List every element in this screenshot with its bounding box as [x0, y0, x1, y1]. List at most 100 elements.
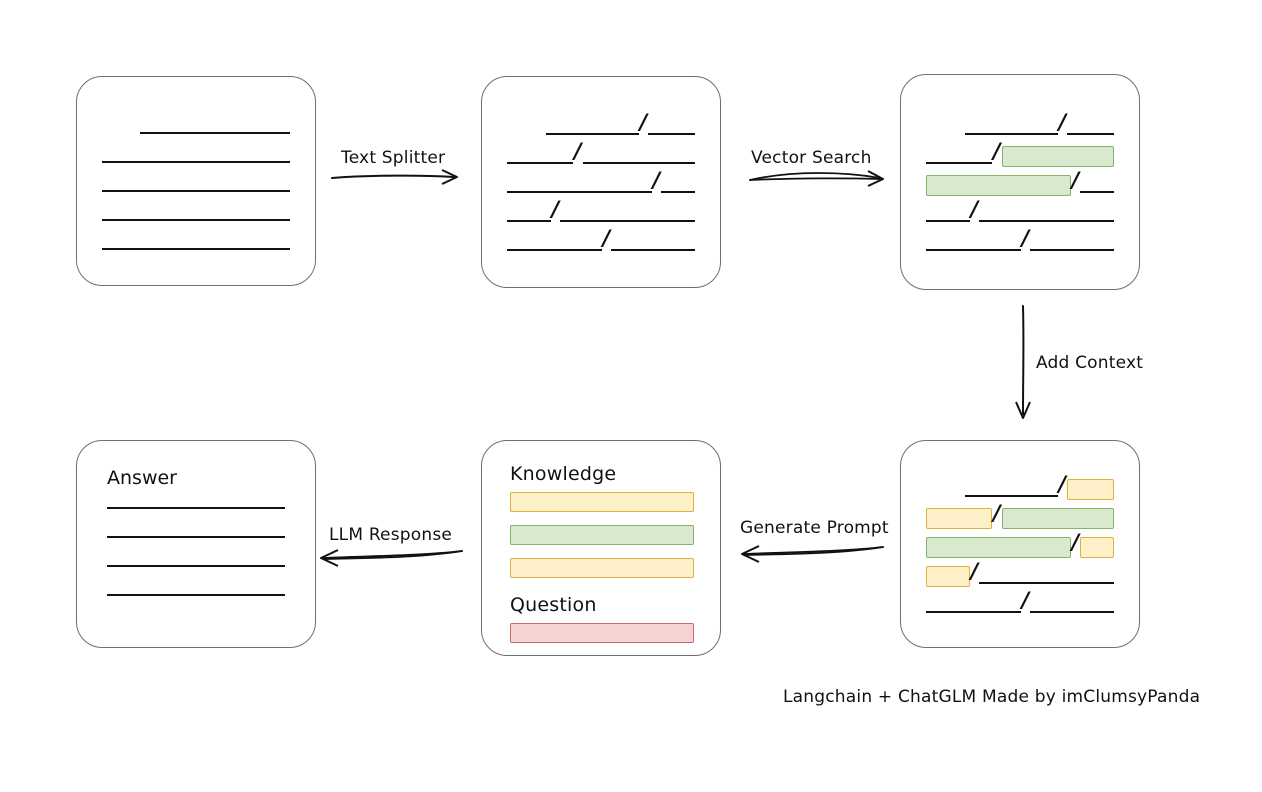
- text-line-segment: [979, 559, 1114, 588]
- node-vector-search-results[interactable]: / / / / /: [900, 74, 1140, 290]
- text-line-segment: [1030, 588, 1114, 617]
- chunk-separator: /: [1058, 109, 1067, 134]
- edge-label-llm-response: LLM Response: [329, 525, 453, 545]
- answer-text-line: [107, 565, 285, 567]
- node-generated-prompt[interactable]: Knowledge Question: [481, 440, 721, 656]
- answer-contents: Answer: [77, 441, 315, 647]
- highlighted-chunk-green: [926, 536, 1071, 558]
- text-line-segment: [507, 139, 573, 168]
- chunk-separator: /: [1071, 529, 1080, 554]
- highlighted-chunk-yellow: [1067, 478, 1114, 500]
- document-line: /: [507, 139, 695, 168]
- text-line-segment: [102, 167, 290, 196]
- context-chunks-lines: / / / / /: [901, 441, 1139, 647]
- text-line-segment: [560, 197, 695, 226]
- text-line-segment: [102, 196, 290, 225]
- text-line-segment: [102, 138, 290, 167]
- text-line-segment: [965, 110, 1058, 139]
- text-line-segment: [1067, 110, 1114, 139]
- text-line-segment: [582, 139, 695, 168]
- document-line: [102, 167, 290, 196]
- node-answer[interactable]: Answer: [76, 440, 316, 648]
- chunk-separator: /: [1071, 167, 1080, 192]
- highlighted-chunk-yellow: [926, 565, 970, 587]
- prompt-bar-yellow: [510, 558, 694, 578]
- question-bars: [510, 623, 694, 656]
- edge-generate-prompt: [739, 540, 885, 564]
- document-line: [102, 138, 290, 167]
- document-line: /: [926, 559, 1114, 588]
- document-line: /: [926, 588, 1114, 617]
- text-line-segment: [546, 110, 639, 139]
- text-line-segment: [611, 226, 695, 255]
- text-line-segment: [507, 168, 652, 197]
- chunk-separator: /: [993, 500, 1001, 525]
- document-line: /: [926, 501, 1114, 530]
- answer-text-line: [107, 536, 285, 538]
- document-line: /: [507, 168, 695, 197]
- chunk-separator: /: [970, 558, 979, 583]
- node-source-document[interactable]: [76, 76, 316, 286]
- document-line: /: [926, 110, 1114, 139]
- chunk-separator: /: [1021, 225, 1030, 250]
- text-line-segment: [965, 472, 1058, 501]
- document-line: /: [926, 168, 1114, 197]
- knowledge-bars: [510, 492, 694, 591]
- chunk-separator: /: [1058, 471, 1067, 496]
- text-line-segment: [926, 197, 970, 226]
- answer-lines: [107, 507, 285, 596]
- prompt-contents: Knowledge Question: [482, 441, 720, 655]
- document-line: /: [926, 139, 1114, 168]
- highlighted-chunk-green: [926, 174, 1071, 196]
- edge-text-splitter: [330, 160, 462, 185]
- prompt-bar-red: [510, 623, 694, 643]
- document-line: /: [507, 197, 695, 226]
- edge-label-vector-search: Vector Search: [751, 148, 872, 168]
- chunk-separator: /: [1021, 587, 1030, 612]
- highlighted-chunk-yellow: [1080, 536, 1114, 558]
- chunk-separator: /: [602, 225, 611, 250]
- document-line: [102, 225, 290, 254]
- prompt-bar-yellow: [510, 492, 694, 512]
- document-line: /: [507, 226, 695, 255]
- highlighted-chunk-green: [1001, 507, 1114, 529]
- node-split-chunks[interactable]: /////: [481, 76, 721, 288]
- node-context-enriched-chunks[interactable]: / / / / /: [900, 440, 1140, 648]
- text-line-segment: [1080, 168, 1114, 197]
- answer-title: Answer: [107, 467, 177, 489]
- chunk-separator: /: [993, 138, 1001, 163]
- text-line-segment: [648, 110, 695, 139]
- text-line-segment: [926, 139, 992, 168]
- document-line: /: [926, 472, 1114, 501]
- source-document-lines: [77, 77, 315, 285]
- answer-text-line: [107, 594, 285, 596]
- edge-llm-response: [318, 544, 464, 568]
- prompt-bar-green: [510, 525, 694, 545]
- document-line: [102, 196, 290, 225]
- edge-label-add-context: Add Context: [1036, 353, 1144, 373]
- highlighted-chunk-yellow: [926, 507, 992, 529]
- edge-vector-search: [748, 162, 888, 187]
- text-line-segment: [1030, 226, 1114, 255]
- edge-add-context: [1012, 304, 1036, 422]
- highlighted-chunk-green: [1001, 145, 1114, 167]
- text-line-segment: [926, 226, 1021, 255]
- diagram-caption: Langchain + ChatGLM Made by imClumsyPand…: [783, 687, 1201, 707]
- document-line: /: [926, 530, 1114, 559]
- text-line-segment: [507, 197, 551, 226]
- chunk-separator: /: [970, 196, 979, 221]
- text-line-segment: [979, 197, 1114, 226]
- document-line: /: [926, 197, 1114, 226]
- text-line-segment: [102, 225, 290, 254]
- text-line-segment: [926, 588, 1021, 617]
- text-line-segment: [507, 226, 602, 255]
- text-line-segment: [661, 168, 695, 197]
- split-chunks-lines: /////: [482, 77, 720, 287]
- knowledge-label: Knowledge: [510, 463, 617, 485]
- edge-label-generate-prompt: Generate Prompt: [740, 518, 889, 538]
- chunk-separator: /: [652, 167, 661, 192]
- chunk-separator: /: [551, 196, 560, 221]
- document-line: [102, 109, 290, 138]
- document-line: /: [926, 226, 1114, 255]
